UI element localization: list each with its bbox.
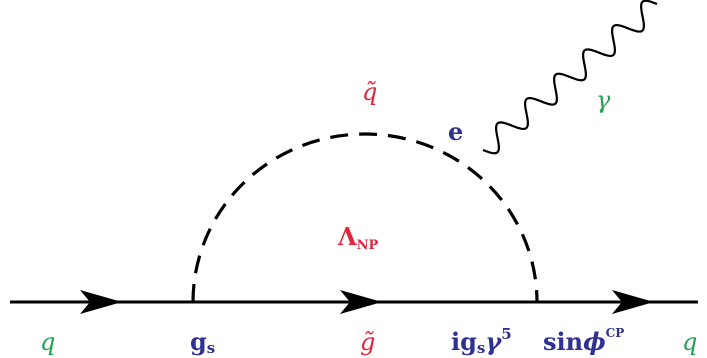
label-electron-charge: e bbox=[448, 117, 463, 146]
fermion-arrow-middle bbox=[340, 290, 382, 314]
label-quark-in: q bbox=[40, 328, 55, 356]
label-gluino: g̃ bbox=[360, 328, 375, 356]
label-pseudoscalar-coupling: igsγ5 bbox=[451, 325, 512, 357]
label-photon: γ bbox=[596, 86, 611, 114]
label-cp-phase: sinϕCP bbox=[543, 326, 624, 356]
label-squark: q̃ bbox=[362, 78, 377, 106]
label-strong-coupling: gs bbox=[190, 327, 215, 357]
label-quark-out: q bbox=[682, 328, 697, 356]
fermion-arrow-left bbox=[80, 290, 122, 314]
photon-line bbox=[482, 0, 658, 155]
label-np-scale: ΛNP bbox=[337, 222, 379, 253]
fermion-arrow-right bbox=[612, 290, 654, 314]
squark-propagator bbox=[191, 132, 539, 303]
